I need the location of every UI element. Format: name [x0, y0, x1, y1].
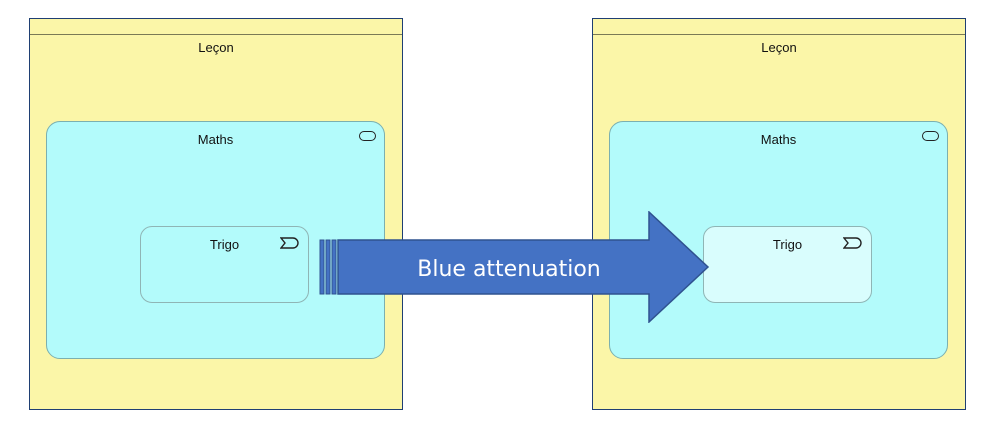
trigo-title: Trigo	[209, 237, 240, 252]
panel-header-divider	[593, 34, 965, 35]
trigo-item: Trigo	[140, 226, 309, 303]
arrow-shape	[319, 210, 710, 324]
transition-arrow: Blue attenuation	[319, 210, 711, 324]
arrow-label: Blue attenuation	[417, 257, 601, 282]
rounded-rectangle-icon	[359, 131, 376, 141]
rounded-rectangle-icon	[922, 131, 939, 141]
right-lecon-panel: Leçon Maths Trigo	[592, 18, 966, 410]
maths-title: Maths	[197, 132, 234, 147]
event-icon	[280, 237, 299, 249]
maths-title: Maths	[760, 132, 797, 147]
trigo-item: Trigo	[703, 226, 872, 303]
lecon-title: Leçon	[761, 40, 797, 55]
event-icon	[843, 237, 862, 249]
trigo-title: Trigo	[772, 237, 803, 252]
lecon-title: Leçon	[198, 40, 234, 55]
panel-header-divider	[30, 34, 402, 35]
